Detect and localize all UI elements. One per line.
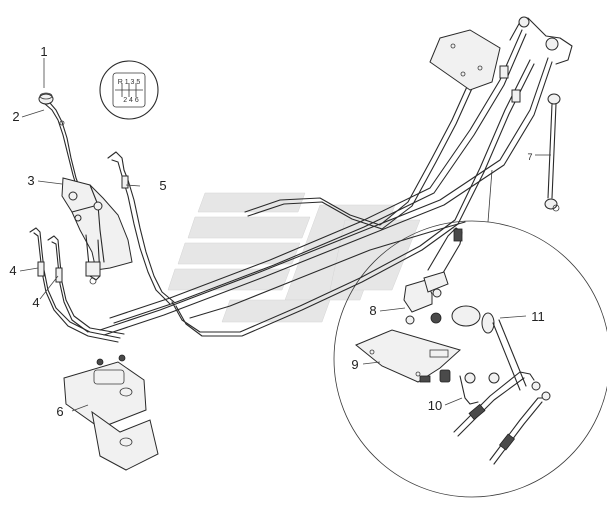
top-bracket-plate <box>429 16 573 103</box>
detail-ball-joint <box>451 305 527 391</box>
detail-plate <box>355 329 461 383</box>
callout-7: 7 <box>527 152 532 162</box>
link-rod <box>544 93 561 212</box>
shift-pattern-row1: R 1 3 5 <box>118 79 141 86</box>
cable-5 <box>107 151 175 305</box>
cable-bundle <box>99 29 553 337</box>
callout-1: 1 <box>40 44 47 59</box>
callout-11: 11 <box>531 309 545 324</box>
callout-4-lower: 4 <box>32 295 39 310</box>
detail-selector-block <box>403 227 463 325</box>
callout-8: 8 <box>369 303 376 318</box>
detail-leader-line <box>487 169 493 223</box>
callout-2: 2 <box>12 109 19 124</box>
watermark-logo <box>167 192 421 323</box>
detail-cable-ends <box>453 371 551 465</box>
bottom-bracket <box>63 354 159 471</box>
gear-knob-and-lever <box>38 92 80 187</box>
cable-ends-left <box>29 227 125 343</box>
detail-clips <box>419 369 500 405</box>
shift-pattern-badge: R 1 3 5 2 4 6 <box>99 60 159 120</box>
callout-6: 6 <box>56 404 63 419</box>
shifter-housing <box>61 177 133 285</box>
detail-circle <box>333 220 607 498</box>
callout-5: 5 <box>159 178 166 193</box>
callout-4-upper: 4 <box>9 263 16 278</box>
callout-10: 10 <box>428 398 442 413</box>
callout-9: 9 <box>351 357 358 372</box>
callout-labels: 1 2 3 4 4 5 6 7 8 9 10 11 <box>9 44 544 419</box>
callout-3: 3 <box>27 173 34 188</box>
leader-lines <box>19 58 551 412</box>
shift-pattern-row2: 2 4 6 <box>123 97 139 104</box>
